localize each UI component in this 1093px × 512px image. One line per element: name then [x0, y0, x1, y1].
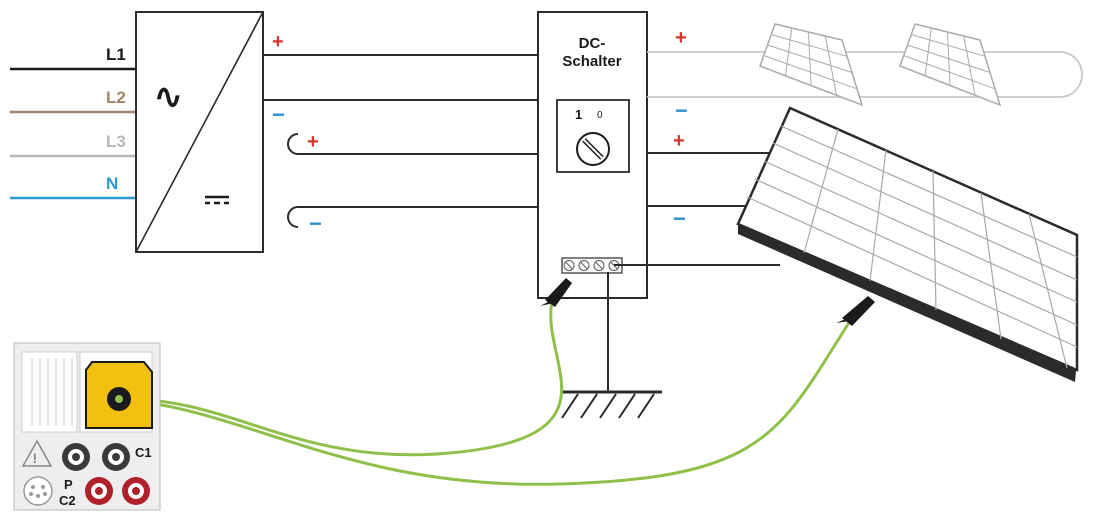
- solar-panel-edge: [738, 225, 1077, 382]
- alligator-clip-switch-icon: [540, 278, 572, 307]
- plus-sign-ghost: +: [675, 27, 687, 49]
- din-socket-icon: [23, 476, 53, 506]
- inverter-diagonal: [135, 11, 264, 253]
- ac-symbol-icon: ∿: [154, 78, 183, 116]
- dc-lines-left: + − + −: [263, 31, 538, 236]
- switch-on-label: 1: [575, 107, 582, 122]
- instrument-screen: [21, 351, 78, 433]
- dc-symbol-icon: [205, 195, 229, 205]
- solar-panel: [736, 106, 1079, 382]
- dc-switch: DC- Schalter 1 0: [537, 11, 648, 299]
- screen-grille: [31, 358, 73, 426]
- test-lead-to-panel: [123, 317, 854, 486]
- terminal-block: [561, 257, 623, 274]
- p-label: P: [64, 477, 73, 492]
- pv-string-inactive: + −: [647, 23, 1083, 123]
- terminal-c1-upper-icon[interactable]: [62, 443, 90, 471]
- minus-sign-pv: −: [673, 206, 686, 231]
- terminal-p-icon[interactable]: [85, 477, 113, 505]
- earth-ground-icon: [560, 390, 662, 419]
- solar-panel-grid: [746, 125, 1078, 369]
- ground-connection: [560, 264, 780, 419]
- rotary-knob-icon[interactable]: [576, 132, 610, 166]
- insulation-tester: ! C1 P C2: [13, 342, 161, 511]
- minus-sign-inv-lower: −: [309, 211, 322, 236]
- pv-string-active: + −: [647, 106, 1079, 382]
- ac-lines: L1 L2 L3 N: [10, 45, 136, 200]
- test-leads: [123, 278, 875, 486]
- terminal-screw-icon: [563, 260, 575, 271]
- open-end-plus-icon: [287, 133, 299, 155]
- terminal-c1-lower-icon[interactable]: [102, 443, 130, 471]
- terminal-screw-icon: [578, 260, 590, 271]
- plus-sign-pv: +: [673, 130, 685, 152]
- c2-label: C2: [59, 493, 76, 508]
- terminal-screw-icon: [593, 260, 605, 271]
- ghost-solar-panel-2: [899, 23, 1002, 107]
- alligator-clip-panel-icon: [836, 296, 875, 326]
- warning-icon: !: [21, 439, 53, 467]
- solar-panel-face: [736, 106, 1079, 372]
- label-n: N: [106, 174, 118, 193]
- label-l3: L3: [106, 132, 126, 151]
- c1-label: C1: [135, 445, 152, 460]
- label-l2: L2: [106, 88, 126, 107]
- test-lead-to-switch: [123, 301, 564, 457]
- minus-sign-ghost: −: [675, 98, 688, 123]
- plus-sign-inv-upper: +: [272, 31, 284, 53]
- open-end-minus-icon: [287, 206, 299, 228]
- ghost-solar-panel-1: [759, 23, 864, 107]
- connector-socket-center-icon: [115, 395, 123, 403]
- ghost-wire-loop: [1059, 51, 1083, 98]
- svg-text:!: !: [33, 450, 38, 466]
- dc-switch-title-line2: Schalter: [562, 53, 621, 70]
- terminal-c2-icon[interactable]: [122, 477, 150, 505]
- inverter: ∿: [135, 11, 264, 253]
- dc-switch-title-line1: DC-: [579, 35, 606, 52]
- label-l1: L1: [106, 45, 126, 64]
- switch-off-label: 0: [597, 110, 603, 121]
- minus-sign-inv-upper: −: [272, 102, 285, 127]
- plus-sign-inv-lower: +: [307, 131, 319, 153]
